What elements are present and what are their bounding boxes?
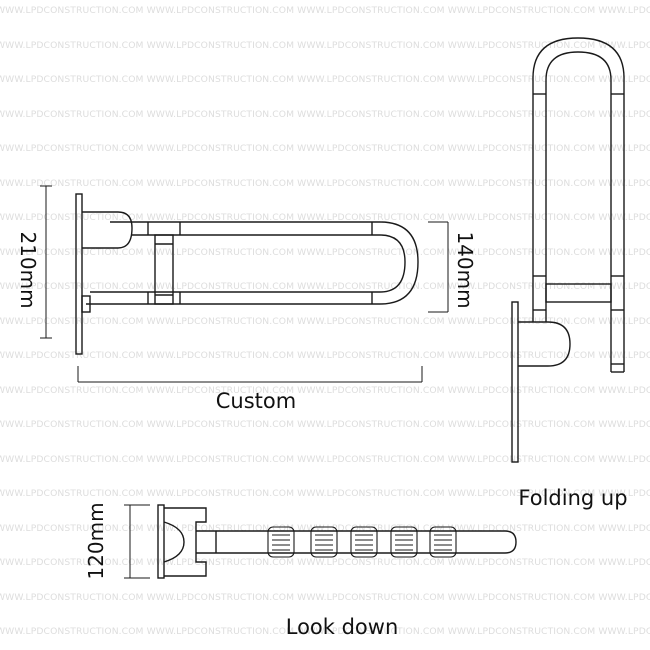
grip-pad: [390, 526, 418, 558]
dim-line-140: [428, 221, 449, 313]
rail-end-cap: [81, 295, 91, 313]
grip-pads: [267, 526, 457, 558]
inner-rail: [90, 234, 406, 293]
folding-view: [511, 37, 625, 463]
dim-line-120: [124, 504, 150, 579]
mount-bracket: [82, 211, 133, 249]
grip-pad: [350, 526, 378, 558]
wall-plate-side: [75, 193, 83, 355]
grip-pad: [310, 526, 338, 558]
label-140mm: 140mm: [453, 231, 477, 308]
top-flange: [164, 507, 207, 577]
dim-line-custom: [77, 366, 423, 383]
dim-line-210: [40, 185, 52, 339]
side-view: [75, 193, 419, 355]
folded-outer-rail: [532, 37, 625, 372]
folding-bracket: [518, 321, 571, 367]
label-custom: Custom: [216, 389, 296, 413]
connector-bar: [154, 234, 174, 305]
label-210mm: 210mm: [16, 231, 40, 308]
top-view: [157, 504, 517, 579]
label-folding-up: Folding up: [518, 486, 627, 510]
grip-pad: [267, 526, 295, 558]
label-look-down: Look down: [286, 615, 399, 639]
grip-pad: [429, 526, 457, 558]
label-120mm: 120mm: [84, 502, 108, 579]
top-rail: [196, 530, 517, 554]
outer-rail: [86, 221, 419, 305]
folded-inner-rail: [545, 51, 612, 372]
wall-plate-folding: [511, 301, 519, 463]
folded-connector: [545, 283, 612, 303]
wall-plate-top: [157, 504, 165, 579]
